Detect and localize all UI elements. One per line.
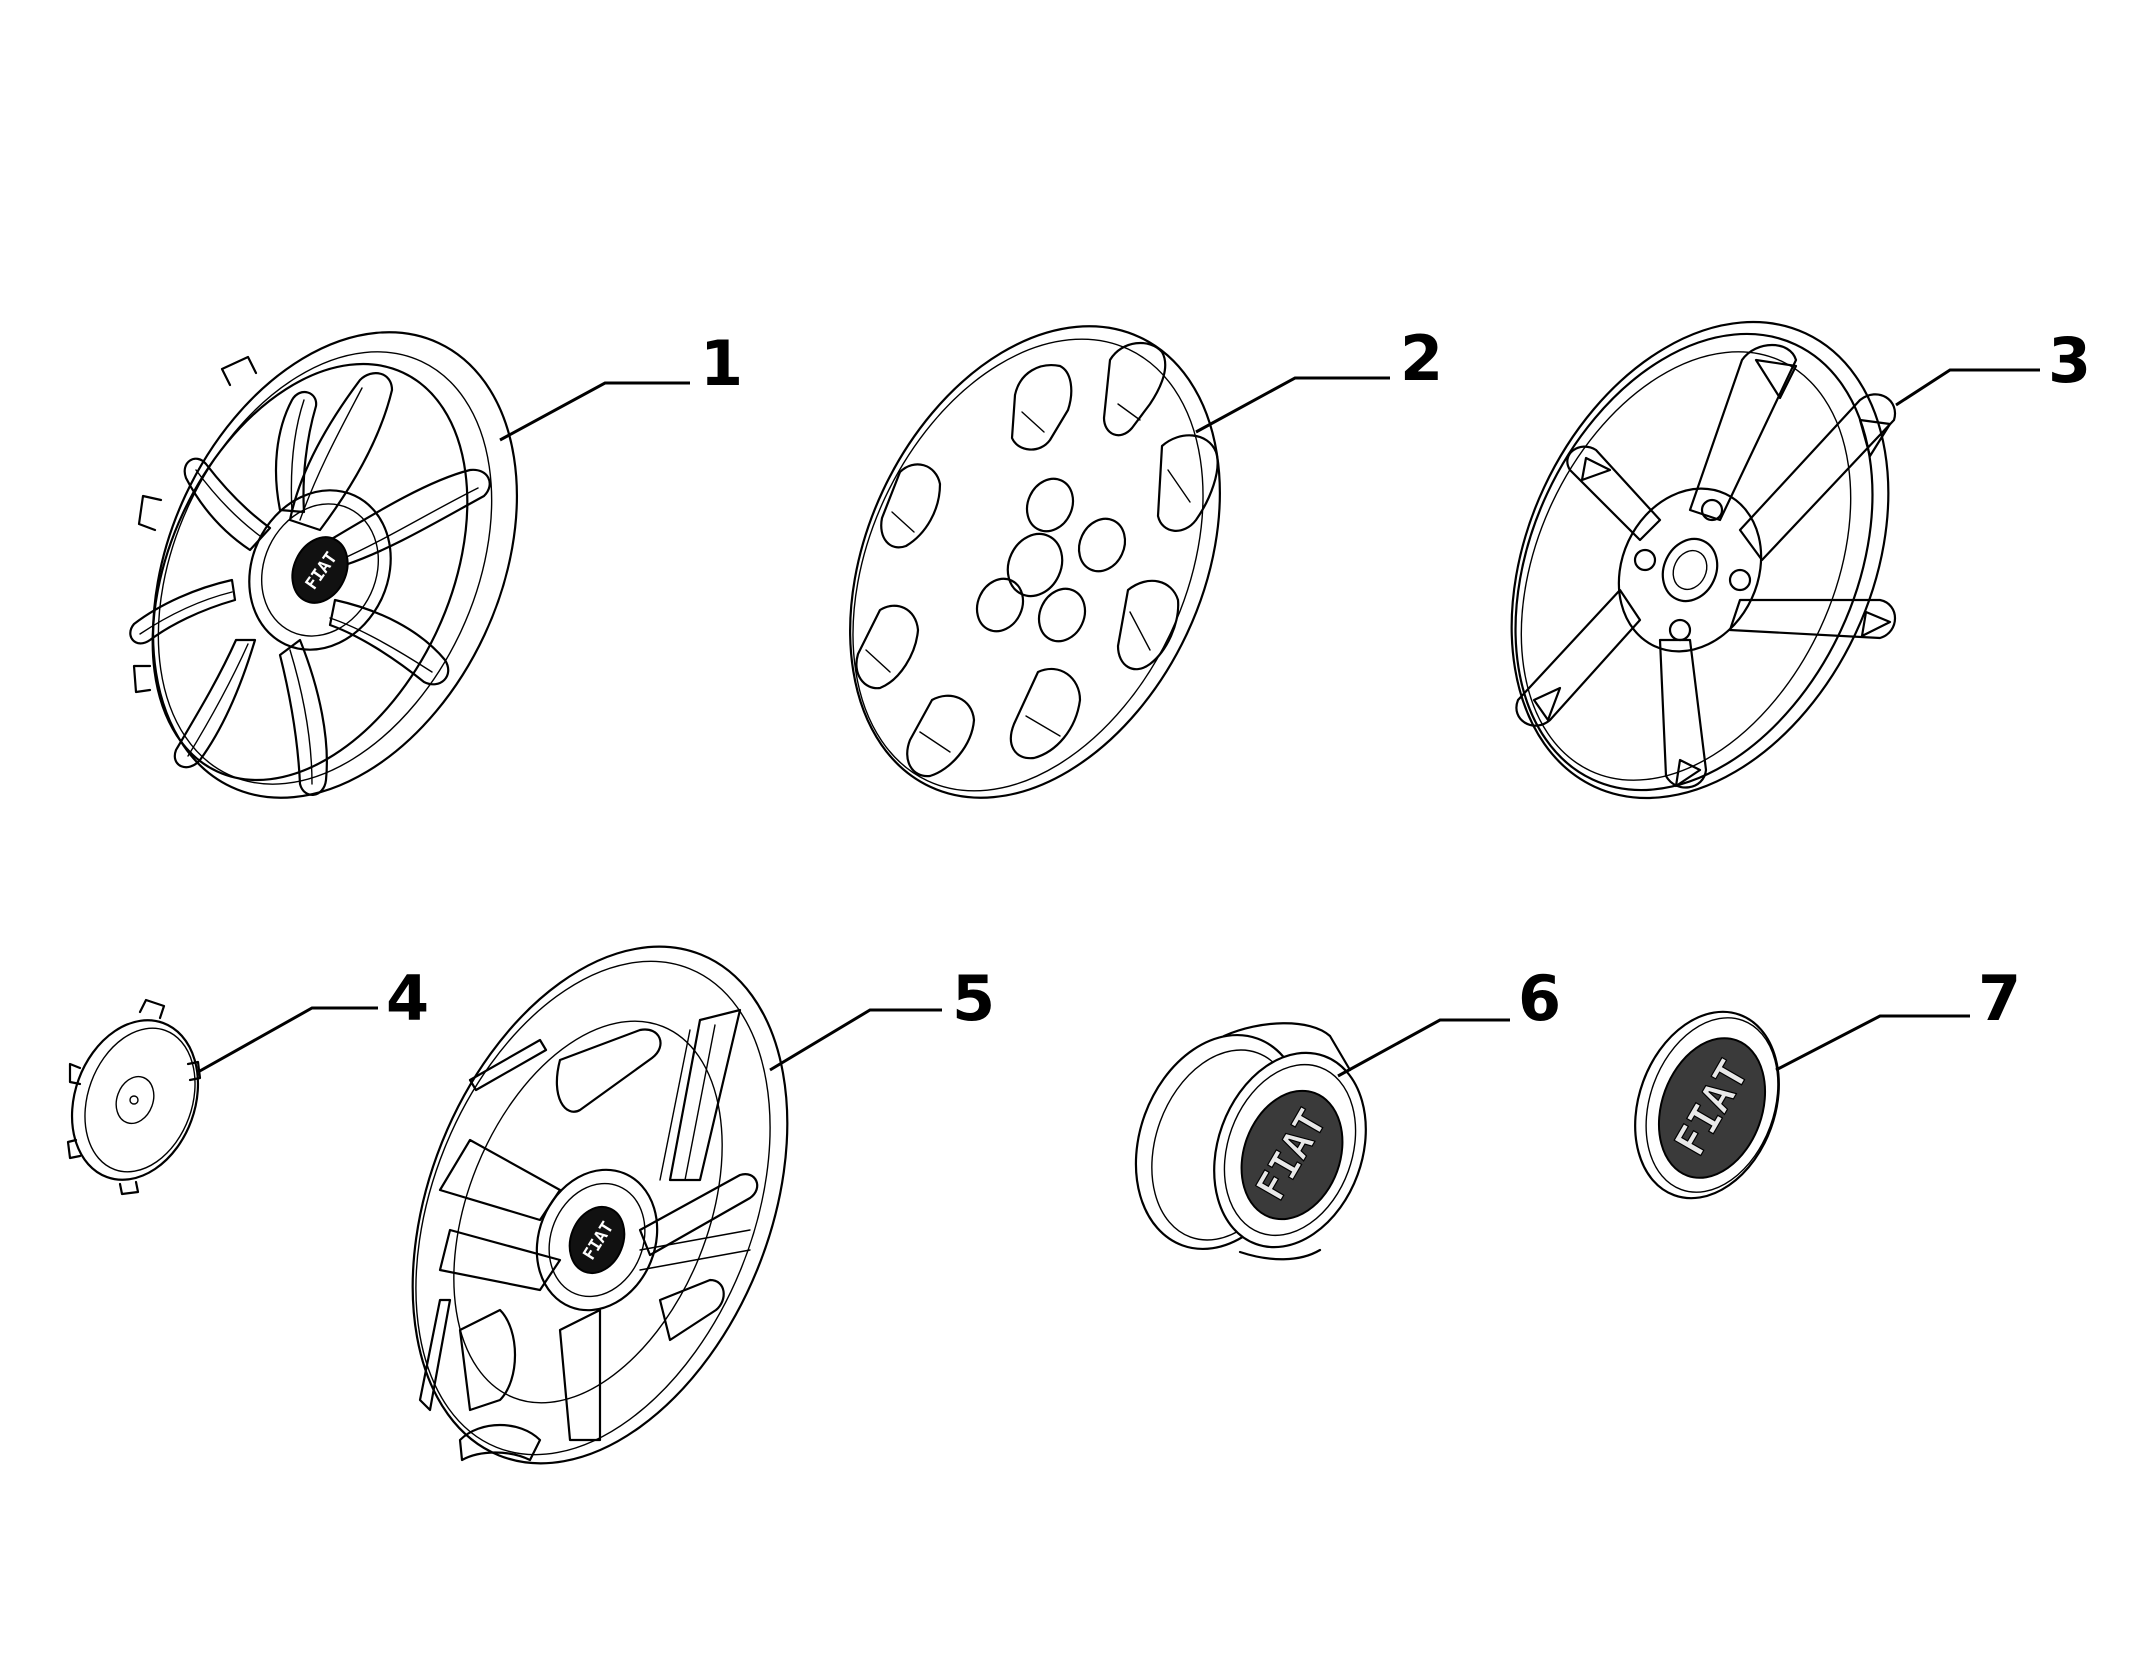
callout-label-6: 6 xyxy=(1518,962,1561,1035)
wheel-cover-2-vents xyxy=(855,341,1219,778)
wheel-cover-3-spokes xyxy=(1515,344,1897,789)
center-cap-6[interactable]: FIAT 6 xyxy=(1107,962,1561,1273)
wheel-cover-5-slots xyxy=(418,1008,759,1462)
callout-label-7: 7 xyxy=(1978,962,2021,1035)
wheel-cover-1-spokes xyxy=(129,372,491,796)
fiat-badge-6 xyxy=(1240,1089,1344,1221)
callout-label-1: 1 xyxy=(700,327,743,400)
callout-label-2: 2 xyxy=(1400,322,1443,395)
wheel-cover-3[interactable]: 3 xyxy=(1438,261,2091,860)
wheel-cover-2-bolt-holes xyxy=(975,477,1127,643)
fiat-badge-5 xyxy=(568,1206,626,1274)
wheel-cover-5[interactable]: FIAT 5 xyxy=(341,891,995,1519)
callout-label-3: 3 xyxy=(2048,324,2091,397)
callout-label-4: 4 xyxy=(386,962,429,1035)
wheel-cover-2[interactable]: 2 xyxy=(778,266,1443,858)
wheel-cover-1[interactable]: FIAT 1 xyxy=(82,273,743,857)
fiat-emblem-7[interactable]: FIAT 7 xyxy=(1610,962,2021,1218)
hub-cap-4[interactable]: 4 xyxy=(51,962,430,1198)
fiat-badge-7 xyxy=(1657,1037,1767,1179)
fiat-badge-1 xyxy=(291,536,349,604)
callout-label-5: 5 xyxy=(952,962,995,1035)
